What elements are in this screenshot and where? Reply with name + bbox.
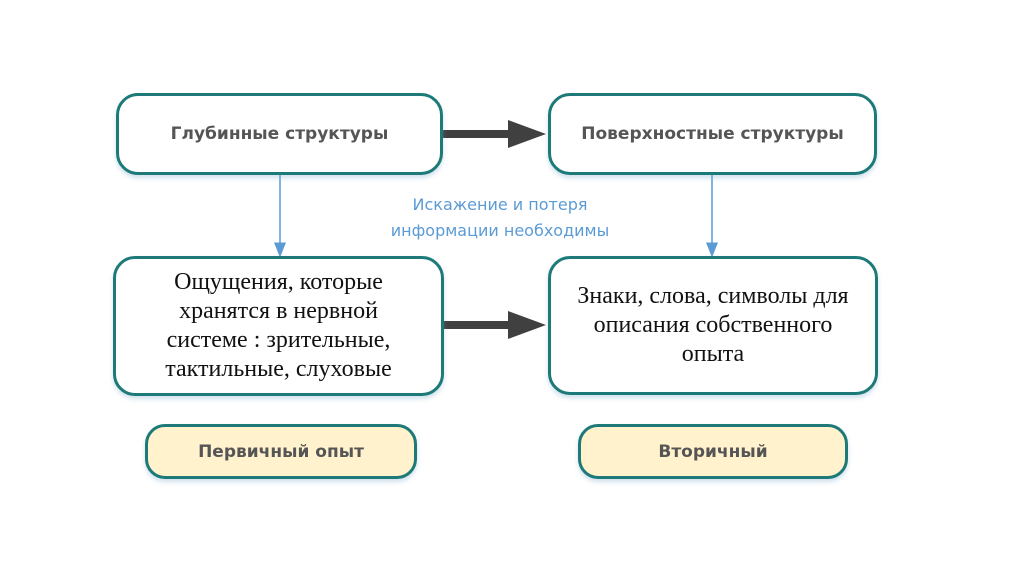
- surface-structures-label: Поверхностные структуры: [581, 124, 844, 144]
- distortion-note: Искажение и потеря информации необходимы: [330, 192, 670, 244]
- sensations-line3: системе : зрительные,: [166, 327, 391, 353]
- sensations-line1: Ощущения, которые: [174, 269, 383, 295]
- deep-structures-label: Глубинные структуры: [170, 124, 389, 144]
- secondary-text: Вторичный: [658, 441, 768, 462]
- signs-line1: Знаки, слова, символы для: [577, 283, 849, 309]
- sensations-box: Ощущения, которые хранятся в нервной сис…: [113, 256, 444, 396]
- primary-experience-label: Первичный опыт: [145, 424, 417, 479]
- signs-line2: описания собственного: [593, 312, 833, 338]
- distortion-note-line2: информации необходимы: [390, 221, 610, 240]
- arrow-deep-to-surface: [440, 120, 546, 148]
- arrow-sensations-to-signs: [440, 311, 546, 339]
- surface-structures-box: Поверхностные структуры: [548, 93, 877, 175]
- sensations-line2: хранятся в нервной: [179, 298, 378, 324]
- signs-box: Знаки, слова, символы для описания собст…: [548, 256, 878, 395]
- primary-experience-text: Первичный опыт: [198, 441, 364, 462]
- distortion-note-line1: Искажение и потеря: [412, 195, 588, 214]
- deep-structures-box: Глубинные структуры: [116, 93, 443, 175]
- signs-line3: опыта: [681, 341, 745, 367]
- sensations-line4: тактильные, слуховые: [165, 356, 392, 382]
- secondary-label: Вторичный: [578, 424, 848, 479]
